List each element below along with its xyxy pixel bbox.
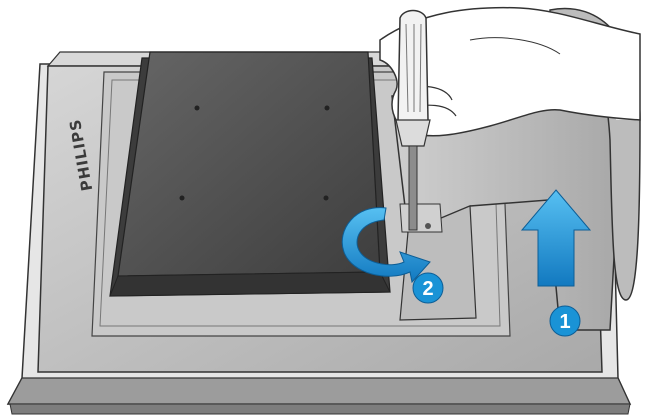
stand-screw xyxy=(425,223,431,229)
mounting-hole-2 xyxy=(325,106,330,111)
step-badge-2: 2 xyxy=(413,273,443,303)
step-badge-1: 1 xyxy=(550,306,580,336)
step-badge-2-label: 2 xyxy=(422,278,433,300)
mounting-hole-4 xyxy=(324,196,329,201)
mounting-hole-3 xyxy=(180,196,185,201)
step-badge-1-label: 1 xyxy=(559,311,570,333)
mounting-hole-1 xyxy=(195,106,200,111)
